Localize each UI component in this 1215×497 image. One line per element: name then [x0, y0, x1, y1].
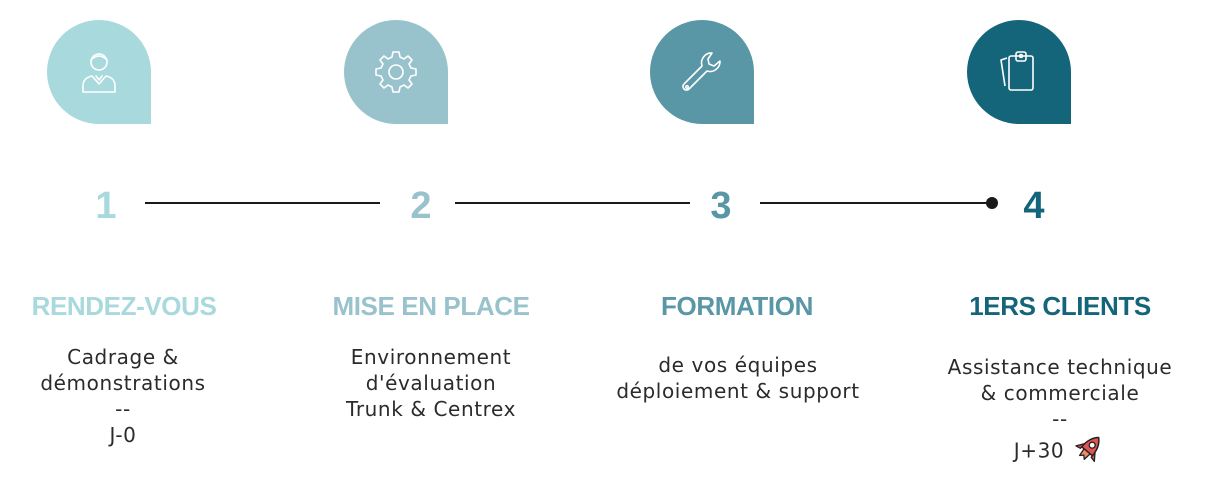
step-3-title: FORMATION [661, 291, 813, 321]
step-3-icon-drop [650, 20, 754, 124]
step-4-title: 1ERS CLIENTS [969, 291, 1151, 321]
step-4-icon-drop [967, 20, 1071, 124]
gear-icon [375, 51, 417, 93]
step-1-description: Cadrage & démonstrations -- J-0 [0, 344, 283, 448]
step-1-number: 1 [95, 185, 117, 227]
connector-line-3 [760, 202, 992, 204]
step-2-title: MISE EN PLACE [332, 291, 530, 321]
step-4-number: 4 [1023, 185, 1045, 227]
step-1-line-1: Cadrage & [67, 345, 179, 369]
id-badge-icon [1000, 51, 1034, 91]
step-1-deadline: J-0 [109, 423, 137, 447]
step-3-line-2: déploiement & support [616, 379, 860, 403]
step-3-number: 3 [710, 185, 732, 227]
step-2-line-3: Trunk & Centrex [345, 397, 517, 421]
step-3-description: de vos équipes déploiement & support [578, 352, 898, 404]
step-4-line-2: & commerciale [980, 381, 1140, 405]
step-2-number: 2 [410, 185, 432, 227]
step-4-deadline: J+30 [1013, 438, 1065, 463]
step-2-icon-drop [344, 20, 448, 124]
step-4-separator: -- [1052, 407, 1068, 431]
step-2-line-2: d'évaluation [365, 371, 497, 395]
wrench-icon [682, 52, 721, 91]
connector-end-dot [986, 197, 998, 209]
person-icon [82, 53, 116, 93]
step-1-line-2: démonstrations [40, 371, 206, 395]
step-3-line-1: de vos équipes [658, 353, 818, 377]
step-1-separator: -- [115, 397, 131, 421]
step-4-deadline-row: J+30 [900, 432, 1215, 472]
step-2-line-1: Environnement [350, 345, 512, 369]
step-2-description: Environnement d'évaluation Trunk & Centr… [271, 344, 591, 422]
rocket-icon [1072, 432, 1106, 472]
connector-line-1 [145, 202, 380, 204]
step-1-title: RENDEZ-VOUS [31, 291, 217, 321]
step-1-icon-drop [47, 20, 151, 124]
step-4-line-1: Assistance technique [947, 355, 1173, 379]
connector-line-2 [455, 202, 690, 204]
step-4-description: Assistance technique & commerciale -- J+… [900, 354, 1215, 472]
